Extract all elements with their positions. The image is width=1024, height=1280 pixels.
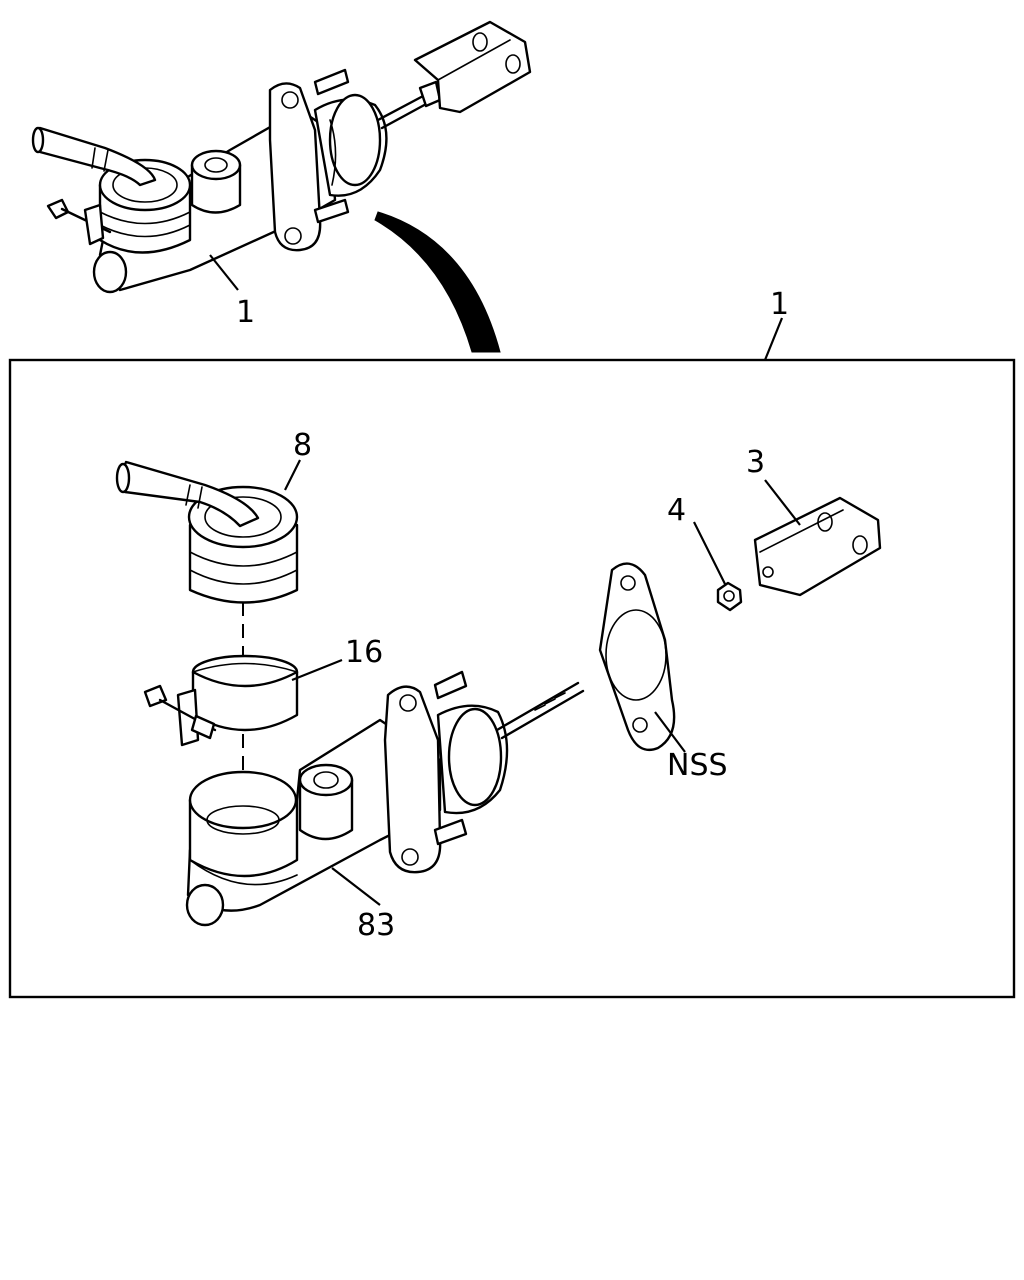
gasket-part [598,562,686,753]
curved-arrow-indicator [374,211,501,353]
exploded-view-frame [8,358,1016,999]
callout-cylinder-body: 83 [357,908,395,943]
clevis-part [753,479,882,597]
callout-reservoir: 8 [293,428,312,463]
callout-gasket: NSS [667,748,728,783]
assembled-master-cylinder [31,20,532,294]
cylinder-body-part [185,670,585,927]
callout-clevis: 3 [746,445,765,480]
callout-assembly-top: 1 [236,295,255,330]
reservoir-part [115,459,301,604]
callout-assembly-box: 1 [770,287,789,322]
leader-assembly-box [763,317,784,361]
nut-part [693,521,743,612]
band-clamp-part [143,654,343,747]
callout-band-clamp: 16 [345,635,383,670]
callout-nut: 4 [667,493,686,528]
